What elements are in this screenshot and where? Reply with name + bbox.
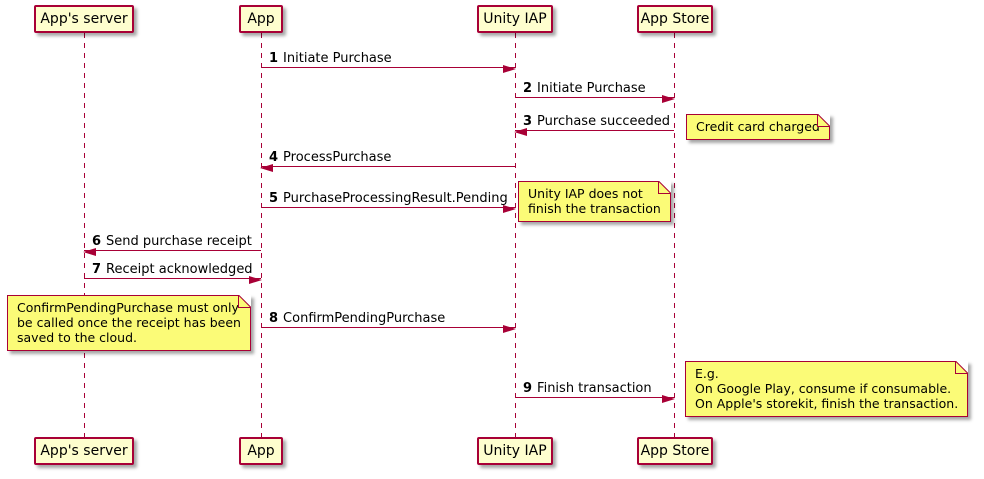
message-label: 9 Finish transaction xyxy=(523,381,652,396)
participant-bottom-unity-iap: Unity IAP xyxy=(477,437,553,465)
lifeline-app xyxy=(261,33,262,437)
message-line xyxy=(261,327,515,328)
message-text: PurchaseProcessingResult.Pending xyxy=(283,191,508,206)
participant-top-app-store: App Store xyxy=(637,5,713,33)
participant-label: App Store xyxy=(640,11,710,27)
participant-bottom-app: App xyxy=(239,437,283,465)
message-line xyxy=(261,67,515,68)
note-unity-iap-does-not-finish: Unity IAP does not finish the transactio… xyxy=(518,181,671,222)
note-line: ConfirmPendingPurchase must only xyxy=(17,300,239,315)
message-label: 5 PurchaseProcessingResult.Pending xyxy=(269,191,508,206)
lifeline-unity-iap xyxy=(515,33,516,437)
message-number: 6 xyxy=(92,234,102,249)
participant-label: Unity IAP xyxy=(483,443,547,459)
message-text: Finish transaction xyxy=(537,381,652,396)
message-number: 1 xyxy=(269,51,279,66)
message-text: Receipt acknowledged xyxy=(106,262,253,277)
note-line: Credit card charged xyxy=(696,119,820,134)
participant-label: App Store xyxy=(640,443,710,459)
message-label: 6 Send purchase receipt xyxy=(92,234,252,249)
note-fold-icon xyxy=(237,295,251,308)
message-4-process-purchase: 4 ProcessPurchase xyxy=(260,148,515,172)
participant-top-app: App xyxy=(239,5,283,33)
message-label: 8 ConfirmPendingPurchase xyxy=(269,311,445,326)
message-line xyxy=(84,278,261,279)
participant-top-apps-server: App's server xyxy=(34,5,134,33)
participant-top-unity-iap: Unity IAP xyxy=(477,5,553,33)
message-text: Initiate Purchase xyxy=(537,81,646,96)
arrowhead-left-icon xyxy=(514,128,527,136)
note-line: saved to the cloud. xyxy=(17,330,138,345)
message-3-purchase-succeeded: 3 Purchase succeeded xyxy=(514,112,674,136)
message-text: Initiate Purchase xyxy=(283,51,392,66)
message-text: Purchase succeeded xyxy=(537,114,671,129)
note-line: Unity IAP does not xyxy=(528,186,643,201)
note-fold-icon xyxy=(657,181,671,194)
message-number: 8 xyxy=(269,311,279,326)
message-number: 3 xyxy=(523,114,533,129)
arrowhead-right-icon xyxy=(503,325,516,333)
note-line: On Google Play, consume if consumable. xyxy=(695,381,952,396)
message-number: 7 xyxy=(92,262,102,277)
message-label: 4 ProcessPurchase xyxy=(269,150,391,165)
message-5-purchase-processing-result-pending: 5 PurchaseProcessingResult.Pending xyxy=(261,189,516,213)
message-8-confirm-pending-purchase: 8 ConfirmPendingPurchase xyxy=(261,309,516,333)
message-9-finish-transaction: 9 Finish transaction xyxy=(515,379,675,403)
participant-label: App's server xyxy=(40,11,128,27)
message-label: 7 Receipt acknowledged xyxy=(92,262,253,277)
message-number: 4 xyxy=(269,150,279,165)
participant-label: Unity IAP xyxy=(483,11,547,27)
message-line xyxy=(261,207,515,208)
participant-bottom-app-store: App Store xyxy=(637,437,713,465)
message-number: 2 xyxy=(523,81,533,96)
note-confirm-pending-purchase-rule: ConfirmPendingPurchase must only be call… xyxy=(7,295,251,351)
arrowhead-right-icon xyxy=(503,65,516,73)
message-text: ConfirmPendingPurchase xyxy=(283,311,446,326)
participant-bottom-apps-server: App's server xyxy=(34,437,134,465)
message-label: 2 Initiate Purchase xyxy=(523,81,646,96)
arrowhead-right-icon xyxy=(503,205,516,213)
participant-label: App's server xyxy=(40,443,128,459)
arrowhead-left-icon xyxy=(83,248,96,256)
lifeline-app-store xyxy=(674,33,675,437)
message-6-send-purchase-receipt: 6 Send purchase receipt xyxy=(83,232,261,256)
message-1-initiate-purchase: 1 Initiate Purchase xyxy=(261,49,516,73)
message-line xyxy=(515,130,674,131)
arrowhead-right-icon xyxy=(662,395,675,403)
message-2-initiate-purchase: 2 Initiate Purchase xyxy=(515,79,675,103)
note-credit-card-charged: Credit card charged xyxy=(686,114,830,140)
message-label: 1 Initiate Purchase xyxy=(269,51,392,66)
message-text: Send purchase receipt xyxy=(106,234,252,249)
lifeline-apps-server xyxy=(84,33,85,437)
arrowhead-right-icon xyxy=(249,276,262,284)
message-7-receipt-acknowledged: 7 Receipt acknowledged xyxy=(84,260,262,284)
message-number: 9 xyxy=(523,381,533,396)
participant-label: App xyxy=(247,11,275,27)
participant-label: App xyxy=(247,443,275,459)
message-line xyxy=(515,397,674,398)
note-fold-icon xyxy=(816,114,830,127)
note-finish-transaction-examples: E.g. On Google Play, consume if consumab… xyxy=(685,361,969,417)
message-number: 5 xyxy=(269,191,279,206)
message-line xyxy=(515,97,674,98)
note-fold-icon xyxy=(955,361,969,374)
arrowhead-left-icon xyxy=(260,164,273,172)
note-line: be called once the receipt has been xyxy=(17,315,241,330)
message-text: ProcessPurchase xyxy=(283,150,392,165)
note-line: E.g. xyxy=(695,366,719,381)
message-line xyxy=(261,166,515,167)
note-line: On Apple's storekit, finish the transact… xyxy=(695,396,959,411)
message-line xyxy=(84,250,261,251)
arrowhead-right-icon xyxy=(662,95,675,103)
message-label: 3 Purchase succeeded xyxy=(523,114,670,129)
note-line: finish the transaction xyxy=(528,201,661,216)
